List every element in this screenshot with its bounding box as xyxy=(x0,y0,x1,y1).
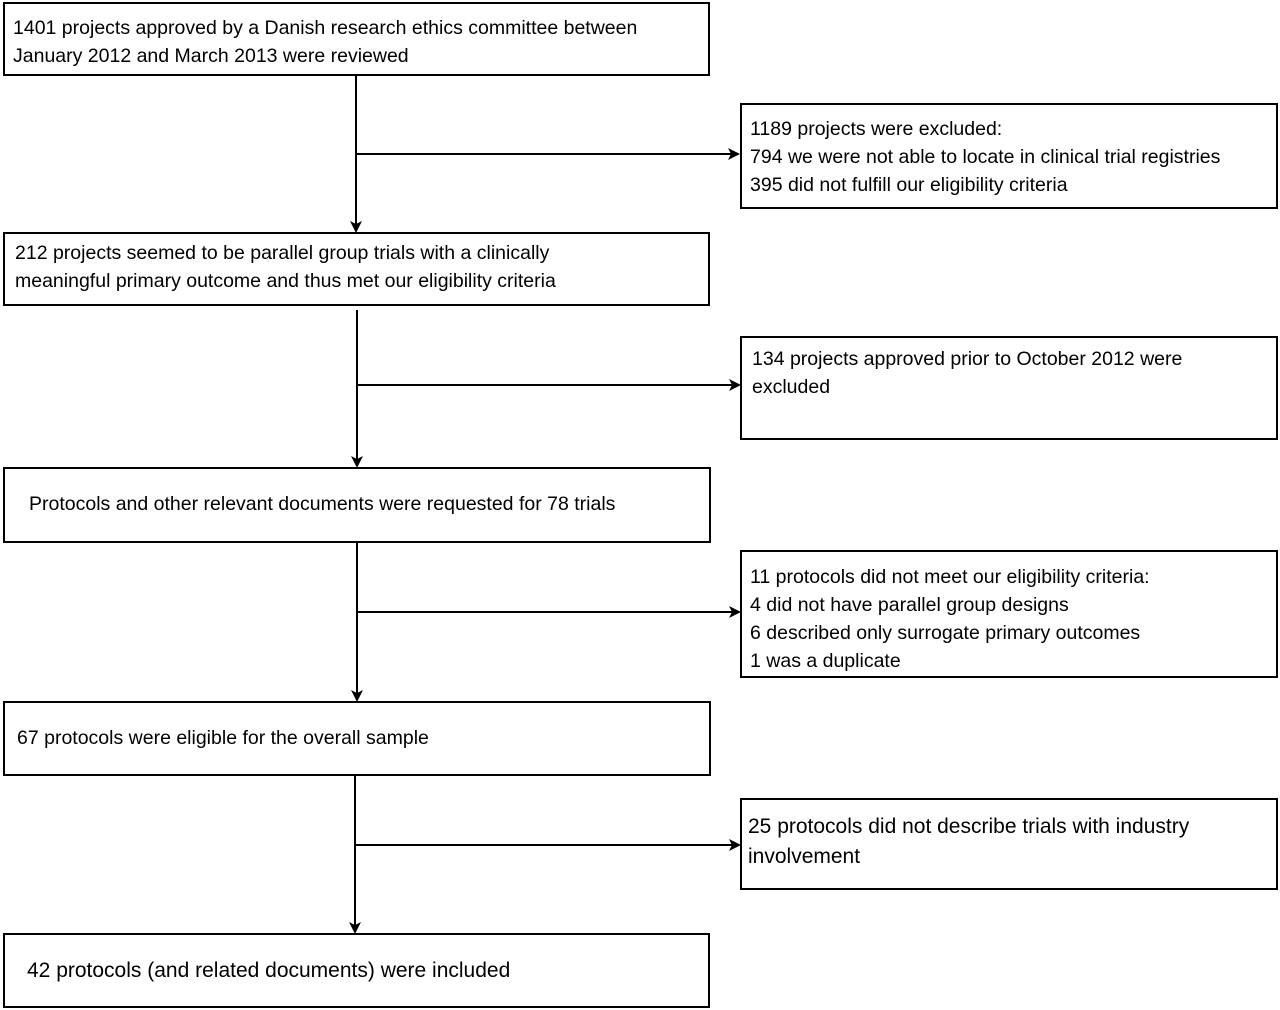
exclusion-text-line: involvement xyxy=(748,845,861,868)
exclusion-text-line: 25 protocols did not describe trials wit… xyxy=(748,815,1190,838)
flow-step-overall-sample: 67 protocols were eligible for the overa… xyxy=(3,701,711,776)
exclusion-box-ineligible-protocols: 11 protocols did not meet our eligibilit… xyxy=(740,550,1278,678)
exclusion-text-line: 794 we were not able to locate in clinic… xyxy=(750,146,1221,168)
flow-step-requested-documents: Protocols and other relevant documents w… xyxy=(3,467,711,543)
flow-step-reviewed: 1401 projects approved by a Danish resea… xyxy=(3,2,710,76)
step-text-line: Protocols and other relevant documents w… xyxy=(29,493,616,515)
exclusion-text-line: 11 protocols did not meet our eligibilit… xyxy=(750,566,1150,588)
flow-step-included: 42 protocols (and related documents) wer… xyxy=(3,933,710,1008)
step-text-line: 212 projects seemed to be parallel group… xyxy=(15,242,550,264)
step-text-line: 42 protocols (and related documents) wer… xyxy=(27,959,511,982)
exclusion-text-line: 1189 projects were excluded: xyxy=(750,118,1003,140)
exclusion-box-excluded-projects: 1189 projects were excluded: 794 we were… xyxy=(740,103,1278,209)
flow-step-eligible-projects: 212 projects seemed to be parallel group… xyxy=(3,232,710,306)
step-text-line: 67 protocols were eligible for the overa… xyxy=(17,727,429,749)
step-text-line: 1401 projects approved by a Danish resea… xyxy=(13,17,638,39)
exclusion-text-line: 395 did not fulfill our eligibility crit… xyxy=(750,174,1068,196)
exclusion-text-line: 6 described only surrogate primary outco… xyxy=(750,622,1141,644)
exclusion-text-line: excluded xyxy=(752,376,831,398)
exclusion-text-line: 4 did not have parallel group designs xyxy=(750,594,1069,616)
step-text-line: January 2012 and March 2013 were reviewe… xyxy=(13,45,409,67)
exclusion-box-no-industry: 25 protocols did not describe trials wit… xyxy=(740,798,1278,890)
exclusion-box-prior-october: 134 projects approved prior to October 2… xyxy=(740,336,1278,440)
exclusion-text-line: 1 was a duplicate xyxy=(750,650,901,672)
exclusion-text-line: 134 projects approved prior to October 2… xyxy=(752,348,1183,370)
step-text-line: meaningful primary outcome and thus met … xyxy=(15,270,556,292)
